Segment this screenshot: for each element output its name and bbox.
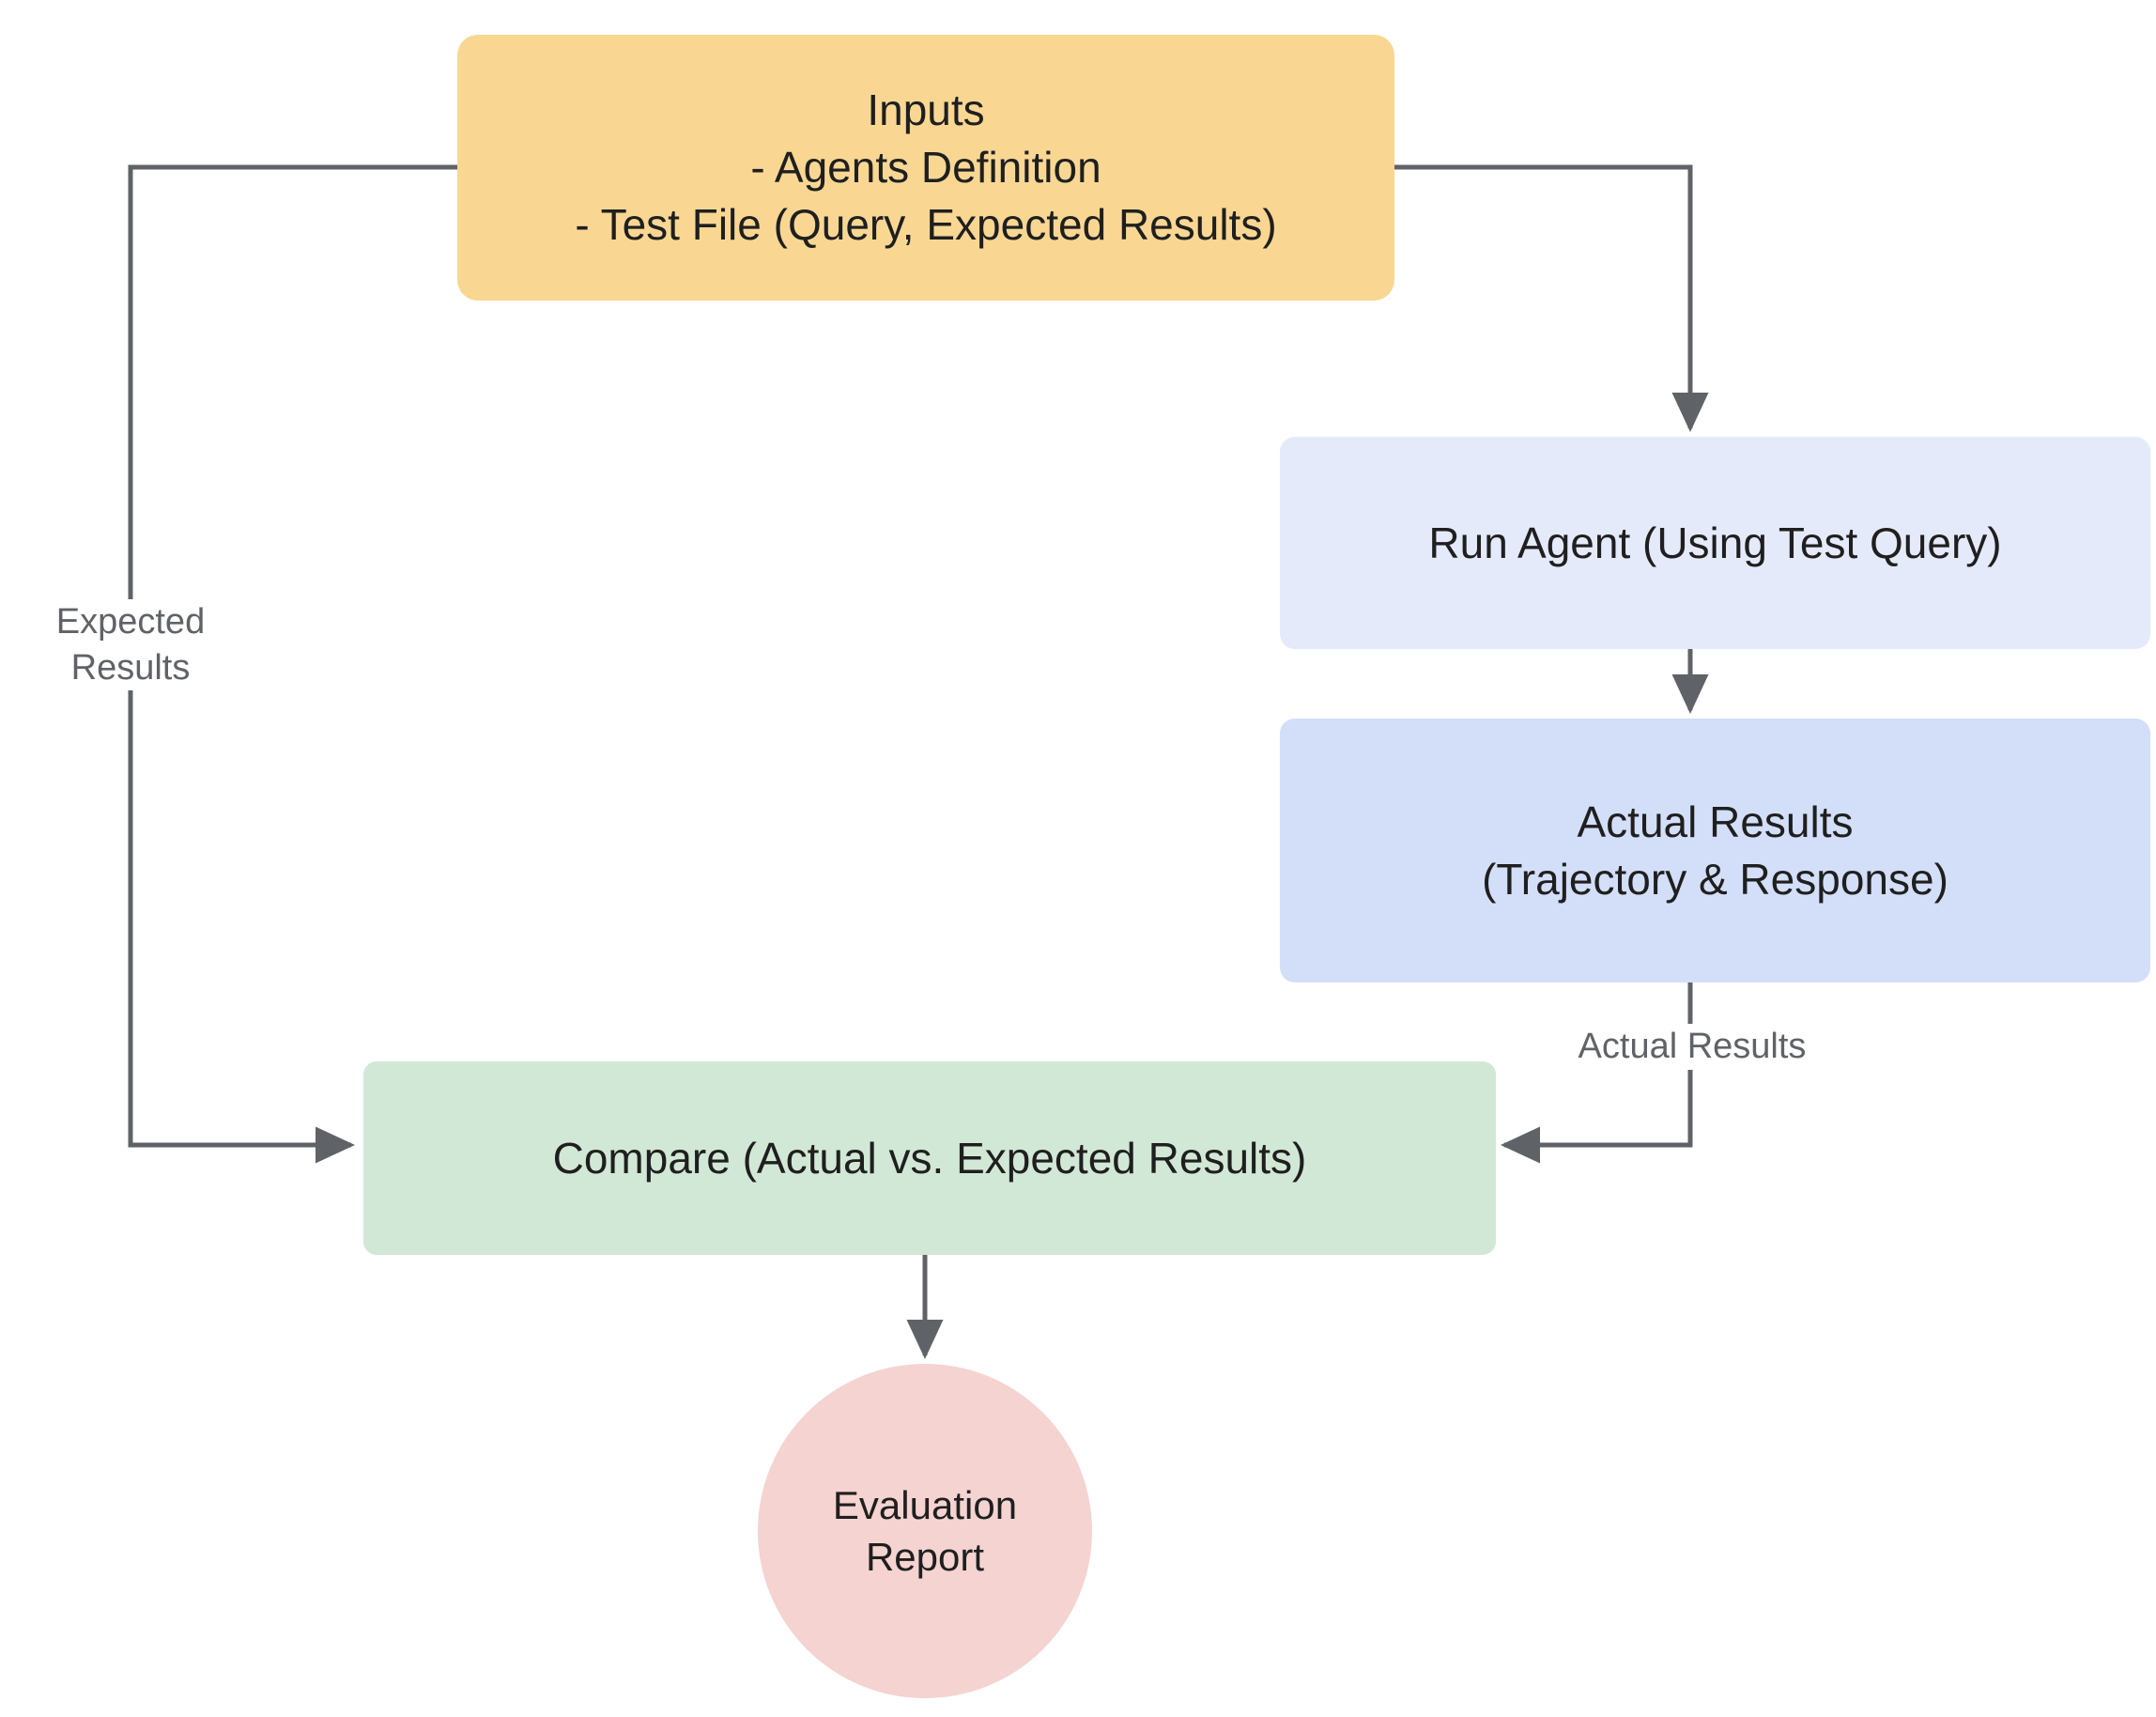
node-evaluation-report-label: Evaluation Report <box>832 1482 1018 1579</box>
node-evaluation-report[interactable]: Evaluation Report <box>758 1364 1092 1698</box>
node-inputs-label: Inputs - Agents Definition - Test File (… <box>575 85 1277 249</box>
node-run-agent-label: Run Agent (Using Test Query) <box>1428 518 2002 567</box>
node-compare[interactable]: Compare (Actual vs. Expected Results) <box>363 1061 1496 1255</box>
edge-inputs-to-run-agent <box>1394 164 1709 433</box>
node-compare-label: Compare (Actual vs. Expected Results) <box>552 1133 1307 1183</box>
edge-label-expected-results: Expected Results <box>26 599 235 691</box>
node-run-agent[interactable]: Run Agent (Using Test Query) <box>1280 437 2150 649</box>
node-inputs[interactable]: Inputs - Agents Definition - Test File (… <box>457 35 1394 301</box>
node-actual-results[interactable]: Actual Results (Trajectory & Response) <box>1280 719 2150 982</box>
node-actual-results-label: Actual Results (Trajectory & Response) <box>1482 797 1948 904</box>
edge-label-actual-results: Actual Results <box>1532 1024 1852 1070</box>
